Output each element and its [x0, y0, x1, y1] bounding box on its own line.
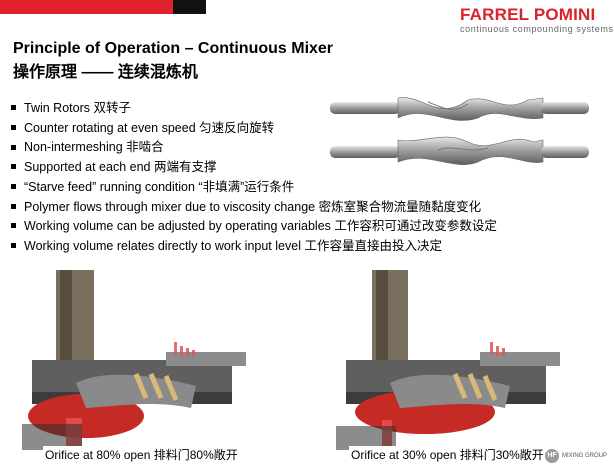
bullet-list: Twin Rotors 双转子 Counter rotating at even…	[8, 99, 497, 257]
bullet-item: Twin Rotors 双转子	[8, 99, 497, 119]
slide-title-chinese: 操作原理 —— 连续混炼机	[13, 64, 198, 81]
mixer-80-percent-illustration	[22, 270, 246, 450]
bullet-item: “Starve feed” running condition “非填满”运行条…	[8, 178, 497, 198]
mixing-group-label: MIXING GROUP	[562, 453, 608, 459]
bullet-item: Counter rotating at even speed 匀速反向旋转	[8, 119, 497, 139]
bullet-item: Non-intermeshing 非啮合	[8, 138, 497, 158]
slide-title: Principle of Operation – Continuous Mixe…	[13, 40, 334, 57]
upper-rotor	[330, 97, 589, 121]
mixing-group-logo: HF MIXING GROUP	[545, 449, 607, 463]
bullet-item: Supported at each end 两端有支撑	[8, 158, 497, 178]
mixing-group-icon: HF	[545, 449, 559, 463]
bullet-item: Working volume can be adjusted by operat…	[8, 217, 497, 237]
caption-left: Orifice at 80% open 排料门80%敞开	[43, 446, 240, 463]
brand-logo: FARREL POMINI continuous compounding sys…	[460, 5, 614, 34]
twin-rotors-illustration	[330, 97, 589, 165]
caption-right: Orifice at 30% open 排料门30%敞开	[349, 446, 546, 463]
bullet-item: Working volume relates directly to work …	[8, 237, 497, 257]
mixer-30-percent-illustration	[336, 270, 560, 450]
brand-tagline: continuous compounding systems	[460, 24, 614, 34]
lower-rotor	[330, 136, 589, 165]
red-bar-segment	[0, 0, 173, 14]
brand-name: FARREL POMINI	[460, 5, 596, 24]
top-color-bar	[0, 0, 206, 14]
black-bar-segment	[173, 0, 206, 14]
bullet-item: Polymer flows through mixer due to visco…	[8, 198, 497, 218]
